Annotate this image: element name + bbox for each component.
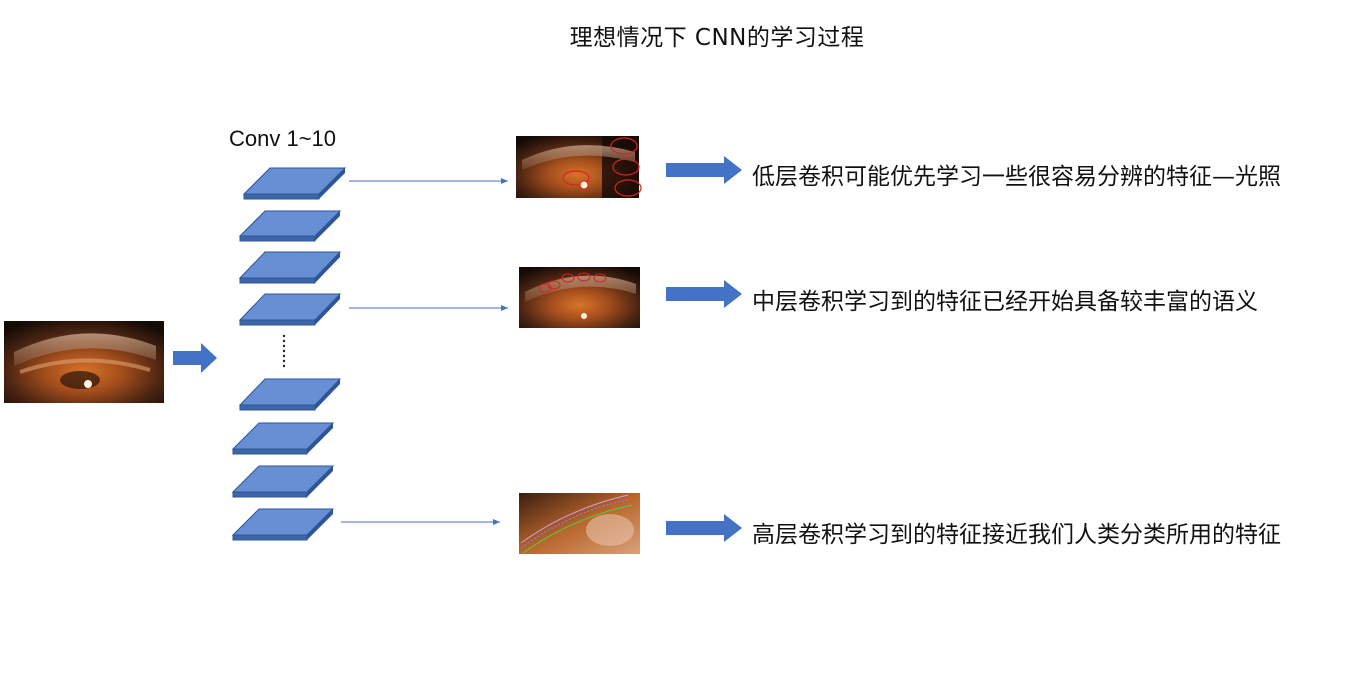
conv-layer (238, 251, 342, 284)
conv-layers-label: Conv 1~10 (229, 126, 337, 151)
layer-ellipsis-dots (282, 334, 286, 368)
feature-arrow-mid (666, 280, 742, 308)
conv-layer (238, 210, 342, 242)
conv-layer (231, 465, 335, 498)
conv-layer (242, 167, 347, 200)
high-level-feature-image (519, 493, 640, 554)
conv-layer (238, 293, 342, 326)
conv-layer (231, 422, 335, 455)
low-level-feature-image (516, 136, 642, 198)
feature-arrow-low (666, 156, 742, 184)
high-level-feature-text: 高层卷积学习到的特征接近我们人类分类所用的特征 (752, 522, 1281, 548)
input-arrow (173, 343, 217, 373)
low-level-feature-text: 低层卷积可能优先学习一些很容易分辨的特征—光照 (752, 164, 1281, 190)
diagram-title: 理想情况下 CNN的学习过程 (569, 25, 865, 51)
feature-arrow-high (666, 514, 742, 542)
mid-level-feature-text: 中层卷积学习到的特征已经开始具备较丰富的语义 (752, 289, 1258, 315)
mid-level-feature-image (519, 267, 640, 328)
conv-layer (238, 378, 342, 411)
input-eye-image (4, 321, 164, 403)
conv-layer-stack (231, 167, 347, 541)
conv-layer (231, 508, 335, 541)
